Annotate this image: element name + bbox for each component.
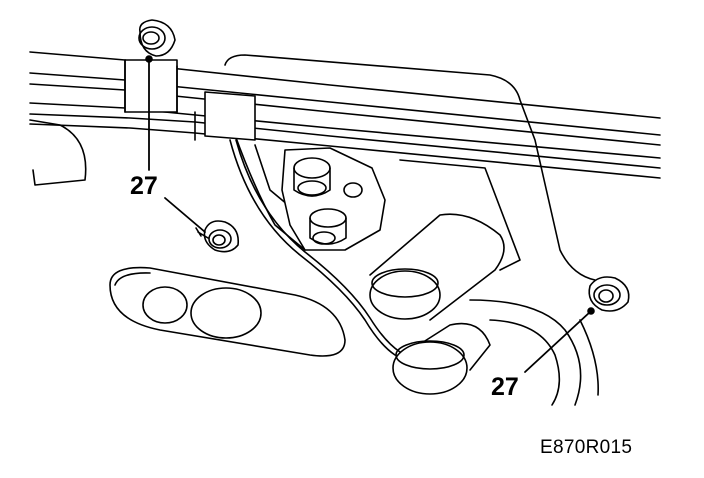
fastener-top xyxy=(138,19,176,63)
figure-code: E870R015 xyxy=(540,437,633,458)
cylinder-lower xyxy=(392,322,491,395)
oval-recess xyxy=(109,266,346,357)
callout-label: 27 xyxy=(130,172,158,200)
pipe-bundle xyxy=(29,51,661,179)
wheel-arch xyxy=(469,299,599,406)
mount-bracket xyxy=(281,147,386,251)
fastener-right xyxy=(587,276,630,315)
cylinder-upper xyxy=(369,159,521,321)
leader-lines xyxy=(148,59,591,373)
cable xyxy=(229,139,401,356)
callout-label: 27 xyxy=(491,373,519,401)
fastener-middle xyxy=(195,220,240,253)
